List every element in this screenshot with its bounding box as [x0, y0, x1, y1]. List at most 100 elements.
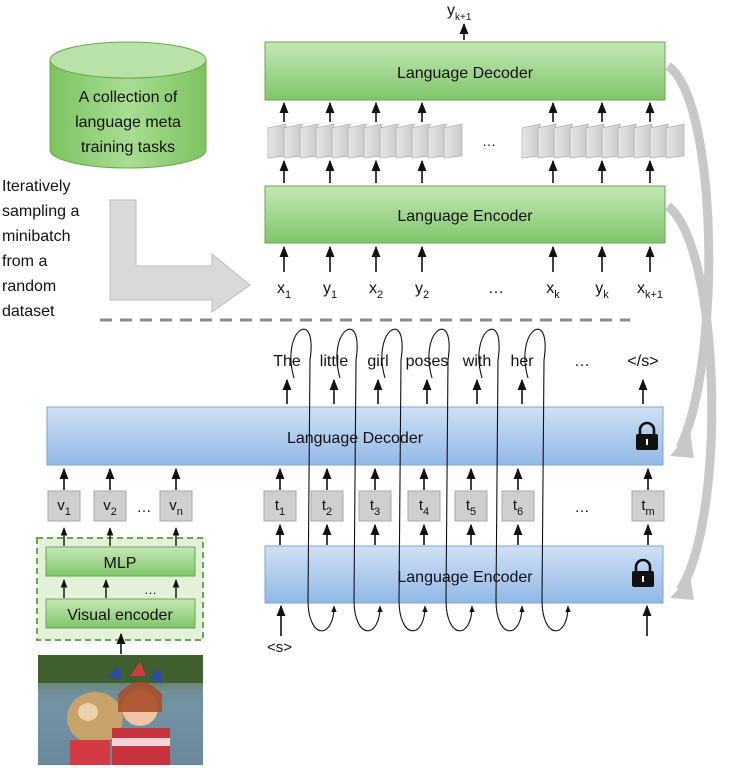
meta-arrows-to-decoder [279, 101, 655, 122]
hidden-state-card [633, 123, 653, 159]
hidden-state-card [569, 123, 589, 159]
text-token [310, 490, 344, 522]
hidden-state-card [283, 123, 303, 159]
text-token [631, 490, 665, 522]
text-token-label: t6 [513, 497, 523, 518]
text-token-label: t5 [466, 497, 476, 518]
feedback-loop [428, 328, 475, 632]
visual-token-label: v2 [103, 497, 117, 518]
visual-token [159, 490, 193, 522]
visual-encoder-label: Visual encoder [67, 607, 173, 624]
meta-language-encoder [264, 185, 666, 244]
svg-text:dataset: dataset [2, 303, 55, 320]
hidden-state-stack-left [267, 123, 463, 159]
hidden-state-card [601, 123, 621, 159]
text-token-ellipsis: … [575, 499, 590, 516]
autoregressive-loops [290, 328, 571, 632]
output-label: yk+1 [447, 2, 472, 23]
dataset-text-line-2: language meta [75, 114, 181, 131]
mlp-label: MLP [104, 555, 137, 572]
mlp-block [45, 546, 196, 577]
sequence-token: yk [595, 280, 609, 301]
hidden-state-card [617, 123, 637, 159]
text-token [454, 490, 488, 522]
svg-text:sampling a: sampling a [2, 203, 79, 220]
visual-token [93, 490, 127, 522]
text-token-label: t3 [370, 497, 380, 518]
text-token-label: tm [641, 497, 654, 518]
sequence-token: xk [546, 280, 560, 301]
meta-arrows-to-stack [279, 159, 655, 183]
svg-text:from a: from a [2, 253, 47, 270]
hidden-state-card [379, 123, 399, 159]
caption-word: little [320, 353, 349, 370]
visual-encoder-block [45, 598, 196, 629]
feedback-loop [381, 328, 428, 632]
caption-words: The little girl poses with her … </s> [273, 353, 658, 370]
svg-text:random: random [2, 278, 56, 295]
caption-word: girl [367, 353, 388, 370]
hidden-state-card [649, 123, 669, 159]
visual-branch-ellipsis: … [144, 582, 157, 597]
sequence-token: y2 [415, 280, 429, 301]
caption-word-arrows [282, 378, 648, 404]
sequence-token: xk+1 [637, 280, 663, 301]
meta-encoder-label: Language Encoder [397, 208, 533, 225]
text-token [263, 490, 297, 522]
hidden-state-card [585, 123, 605, 159]
sequence-token: x2 [369, 280, 383, 301]
hidden-state-card [395, 123, 415, 159]
visual-token-ellipsis: … [137, 499, 152, 516]
hidden-state-stack-right [521, 123, 685, 159]
visual-token-label: v1 [57, 497, 71, 518]
dataset-text-line-1: A collection of [79, 89, 178, 106]
weight-transfer-arrows [664, 62, 717, 600]
caption-word: with [462, 353, 491, 370]
hidden-state-card [347, 123, 367, 159]
token-arrows-to-decoder [59, 467, 653, 545]
caption-word: poses [406, 353, 449, 370]
sequence-token: … [488, 280, 504, 297]
visual-token [47, 490, 81, 522]
feedback-loop [336, 328, 383, 632]
text-token [501, 490, 535, 522]
visual-tokens: v1 v2 … vn [47, 490, 193, 522]
feedback-loop [478, 328, 525, 632]
visual-branch-arrows [60, 527, 180, 654]
caption-word: … [574, 353, 590, 370]
hidden-state-card [363, 123, 383, 159]
sampling-arrow-icon [109, 199, 251, 313]
svg-text:Iteratively: Iteratively [2, 178, 70, 195]
text-token [358, 490, 392, 522]
meta-decoder-label: Language Decoder [397, 65, 534, 82]
hidden-state-card [553, 123, 573, 159]
input-photo [38, 655, 203, 765]
sequence-token: y1 [323, 280, 337, 301]
visual-token-label: vn [169, 497, 183, 518]
feedback-loop [524, 328, 571, 632]
caption-word: </s> [627, 353, 658, 370]
lock-icon [636, 421, 658, 450]
caption-word: her [510, 353, 534, 370]
caption-word: The [273, 353, 301, 370]
hidden-state-card [665, 123, 685, 159]
meta-language-decoder [264, 41, 666, 101]
dataset-text-line-3: training tasks [81, 139, 175, 156]
frozen-language-encoder [264, 545, 664, 604]
hidden-state-card [315, 123, 335, 159]
frozen-encoder-label: Language Encoder [397, 569, 533, 586]
start-token: <s> [267, 639, 292, 656]
text-token-label: t4 [419, 497, 429, 518]
text-token [407, 490, 441, 522]
hidden-state-card [331, 123, 351, 159]
hidden-state-card [443, 123, 463, 159]
sampling-text: Iteratively sampling a minibatch from a … [2, 178, 79, 320]
stack-ellipsis: … [482, 133, 496, 149]
text-token-label: t2 [322, 497, 332, 518]
hidden-state-card [299, 123, 319, 159]
hidden-state-card [267, 123, 287, 159]
sequence-arrows [279, 245, 655, 272]
